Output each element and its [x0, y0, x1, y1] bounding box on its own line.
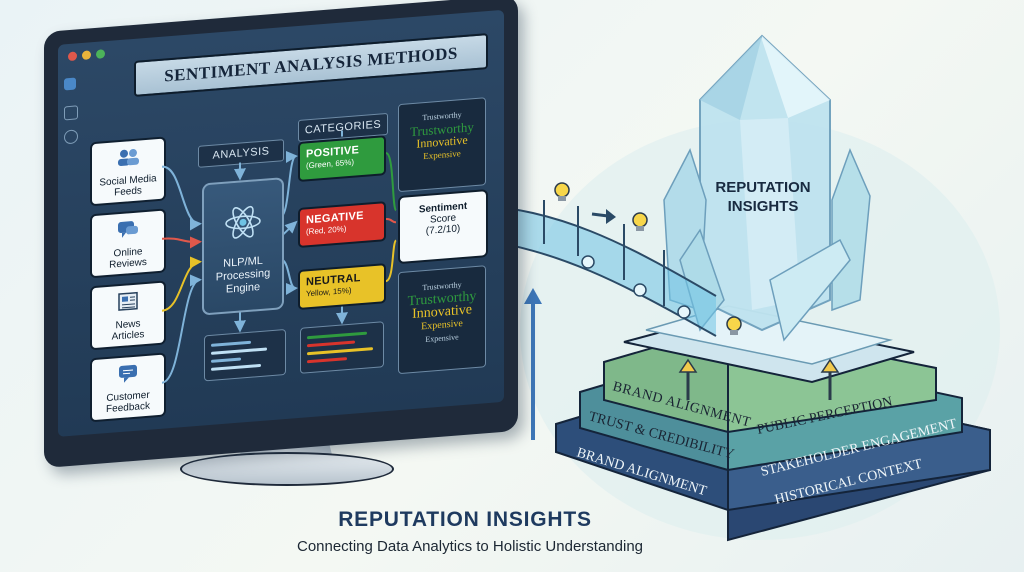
- footer-title: REPUTATION INSIGHTS: [338, 508, 592, 531]
- lightbulb-icon: [554, 182, 570, 201]
- up-arrow-icon: [678, 358, 698, 400]
- lightbulb-icon: [632, 212, 648, 231]
- flow-arrows: [161, 130, 397, 384]
- category-negative[interactable]: NEGATIVE (Red, 20%): [298, 201, 386, 249]
- monitor-stand-base: [180, 452, 394, 486]
- analysis-output-box: [204, 328, 286, 382]
- feedback-icon: [119, 364, 137, 383]
- monitor-screen: SENTIMENT ANALYSIS METHODS ANALYSIS CATE…: [58, 9, 504, 437]
- word-cloud-bottom: Trustworthy Trustworthy Innovative Expen…: [398, 265, 486, 375]
- chat-bubble-icon: [118, 221, 138, 238]
- insights-line-2: INSIGHTS: [727, 198, 799, 215]
- up-arrow-icon: [820, 358, 840, 400]
- crystal: [663, 34, 871, 342]
- monitor: SENTIMENT ANALYSIS METHODS ANALYSIS CATE…: [44, 0, 518, 468]
- sentiment-score-card[interactable]: Sentiment Score (7.2/10): [398, 189, 488, 265]
- people-icon: [118, 148, 139, 166]
- category-neutral[interactable]: NEUTRAL Yellow, 15%): [298, 263, 386, 311]
- category-output-box: [300, 321, 384, 374]
- right-arrow-icon: [591, 209, 616, 224]
- word-cloud-top: Trustworthy Trustworthy Innovative Expen…: [398, 97, 486, 193]
- lightbulb-icon: [726, 316, 742, 335]
- reputation-insights-label: REPUTATION INSIGHTS: [698, 178, 828, 216]
- newspaper-icon: [118, 291, 138, 311]
- footer-subtitle: Connecting Data Analytics to Holistic Un…: [296, 538, 644, 555]
- up-arrow-icon: [524, 288, 542, 440]
- insights-line-1: REPUTATION: [715, 179, 811, 196]
- category-positive[interactable]: POSITIVE (Green, 65%): [298, 135, 386, 183]
- nlp-ml-engine[interactable]: NLP/ML Processing Engine: [202, 177, 284, 316]
- atom-icon: [225, 205, 261, 239]
